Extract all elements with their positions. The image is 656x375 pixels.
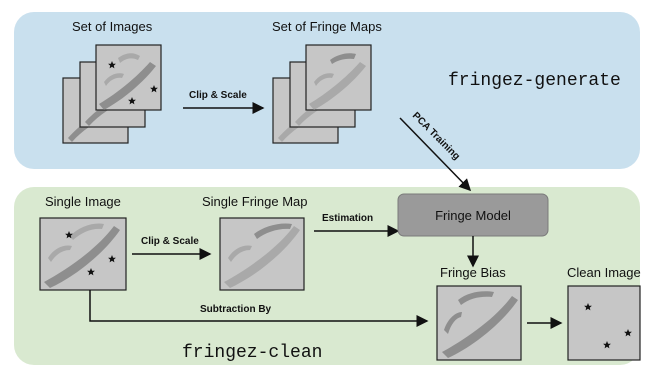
fringe-streak <box>254 223 292 239</box>
set-of-fringe-maps-stack <box>272 44 372 144</box>
fringe-streak <box>44 226 120 288</box>
single-image-label: Single Image <box>45 194 121 209</box>
pca-training-arrow <box>399 117 472 192</box>
single-fringe-map <box>219 217 305 291</box>
clip-scale-label-top: Clip & Scale <box>189 90 247 101</box>
fringez-generate-command: fringez-generate <box>448 71 621 91</box>
set-of-images-label: Set of Images <box>72 19 153 34</box>
subtraction-label: Subtraction By <box>200 304 272 315</box>
clean-image-label: Clean Image <box>567 265 641 280</box>
fringe-streak <box>330 53 356 64</box>
single-fringe-map-label: Single Fringe Map <box>202 194 308 209</box>
clean-image <box>567 285 641 361</box>
fringe-model-label: Fringe Model <box>435 208 511 223</box>
fringe-bias-label: Fringe Bias <box>440 265 506 280</box>
set-of-fringe-maps-label: Set of Fringe Maps <box>272 19 382 34</box>
single-image <box>39 217 127 291</box>
subtraction-arrow <box>89 290 429 327</box>
set-of-images-stack <box>62 44 162 144</box>
clip-scale-label-bottom: Clip & Scale <box>141 236 199 247</box>
fringe-streak <box>99 62 156 110</box>
fringez-clean-command: fringez-clean <box>182 343 322 363</box>
fringe-bias-image <box>436 285 522 361</box>
fringe-streak <box>442 296 518 358</box>
estimation-label: Estimation <box>322 213 373 224</box>
